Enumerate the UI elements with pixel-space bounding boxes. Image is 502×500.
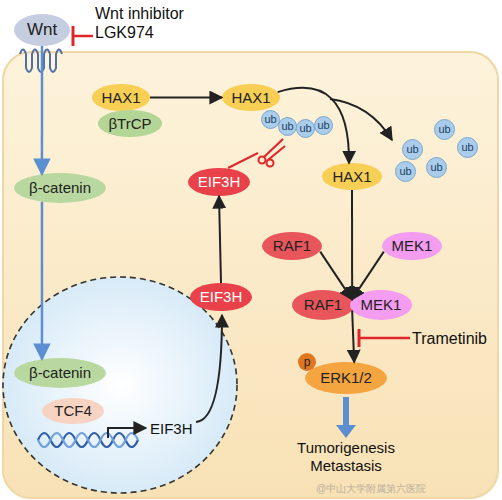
complex-oval: RAF1 — [292, 290, 354, 320]
protein-oval: β-catenin — [14, 358, 106, 388]
node-text: TCF4 — [54, 403, 92, 419]
nucleus-outline — [3, 277, 237, 493]
protein-oval: HAX1 — [322, 163, 382, 190]
scissors-ring — [259, 157, 266, 164]
node-text: ERK1/2 — [320, 370, 372, 386]
scissors-blade — [264, 139, 285, 160]
pathway-arrow — [219, 196, 221, 283]
drug-label: Trametinib — [412, 329, 500, 348]
release-arrow — [330, 99, 392, 140]
phospho-mark: p — [298, 353, 316, 371]
ubiquitin-circle: ub — [314, 116, 333, 135]
pathway-arrow — [41, 46, 44, 174]
gene-label: EIF3H — [150, 420, 210, 438]
node-text: HAX1 — [231, 90, 270, 106]
inhibition-line — [73, 35, 93, 38]
receptor-symbol — [20, 50, 62, 73]
dna-strand — [38, 433, 138, 447]
cell-body — [3, 52, 498, 498]
drug-label: Wnt inhibitor LGK974 — [95, 4, 205, 42]
node-text: ub — [399, 166, 411, 178]
outcome-label: Tumorigenesis Metastasis — [265, 439, 427, 475]
scissors-symbol — [259, 139, 286, 167]
node-text: ub — [299, 123, 311, 135]
node-text: EIF3H — [200, 289, 243, 305]
pathway-arrow — [352, 310, 354, 362]
pathway-arrow — [150, 97, 222, 99]
node-text: Wnt — [27, 21, 57, 39]
protein-oval: HAX1 — [92, 84, 150, 111]
node-text: RAF1 — [304, 297, 342, 313]
node-text: β-catenin — [29, 365, 91, 381]
protein-oval: β-catenin — [14, 173, 106, 203]
node-text: MEK1 — [392, 238, 433, 254]
protein-oval: MEK1 — [382, 232, 442, 260]
node-text: ub — [264, 114, 276, 126]
ubiquitin-circle: ub — [434, 119, 455, 140]
node-text: β-catenin — [29, 180, 91, 196]
node-text: p — [304, 356, 311, 369]
node-text: ub — [438, 124, 450, 136]
complex-oval: MEK1 — [350, 290, 412, 320]
protein-oval: EIF3H — [190, 283, 252, 311]
inhibition-bar — [358, 329, 361, 347]
outcome-arrow — [343, 397, 349, 428]
ligand-oval: Wnt — [14, 14, 70, 46]
node-text: ub — [461, 142, 473, 154]
protein-oval: HAX1 — [222, 84, 280, 111]
protein-oval: EIF3H — [188, 168, 250, 196]
ubiquitin-circle: ub — [402, 139, 423, 160]
protein-oval: TCF4 — [42, 398, 104, 424]
node-text: HAX1 — [332, 169, 371, 185]
node-text: EIF3H — [198, 174, 241, 190]
watermark: @中山大学附属第六医院 — [316, 482, 500, 495]
protein-oval: RAF1 — [262, 232, 322, 260]
node-text: ub — [281, 121, 293, 133]
ubiquitin-circle: ub — [457, 137, 478, 158]
pathway-arrow — [41, 202, 44, 359]
node-text: ub — [406, 144, 418, 156]
protein-oval: ERK1/2 — [305, 362, 387, 394]
protein-oval: βTrCP — [98, 110, 162, 137]
ubiquitin-circle: ub — [278, 117, 297, 136]
ubiquitin-circle: ub — [395, 161, 416, 182]
inhibition-line — [359, 337, 410, 340]
node-text: ub — [317, 120, 329, 132]
ubiquitin-circle: ub — [426, 157, 447, 178]
inhibition-bar — [72, 26, 75, 46]
node-text: ub — [430, 162, 442, 174]
node-text: RAF1 — [273, 238, 311, 254]
dna-strand — [38, 433, 138, 447]
outcome-arrowhead — [336, 425, 356, 438]
node-text: HAX1 — [101, 90, 140, 106]
export-arrow — [196, 315, 222, 422]
transcription-arrow — [108, 428, 146, 438]
node-text: MEK1 — [361, 297, 402, 313]
pathway-arrow — [278, 88, 349, 163]
node-text: βTrCP — [108, 116, 151, 132]
cleavage-line — [228, 153, 258, 168]
pathway-arrow — [351, 190, 353, 300]
ubiquitin-circle: ub — [296, 119, 315, 138]
scissors-ring — [267, 160, 274, 167]
